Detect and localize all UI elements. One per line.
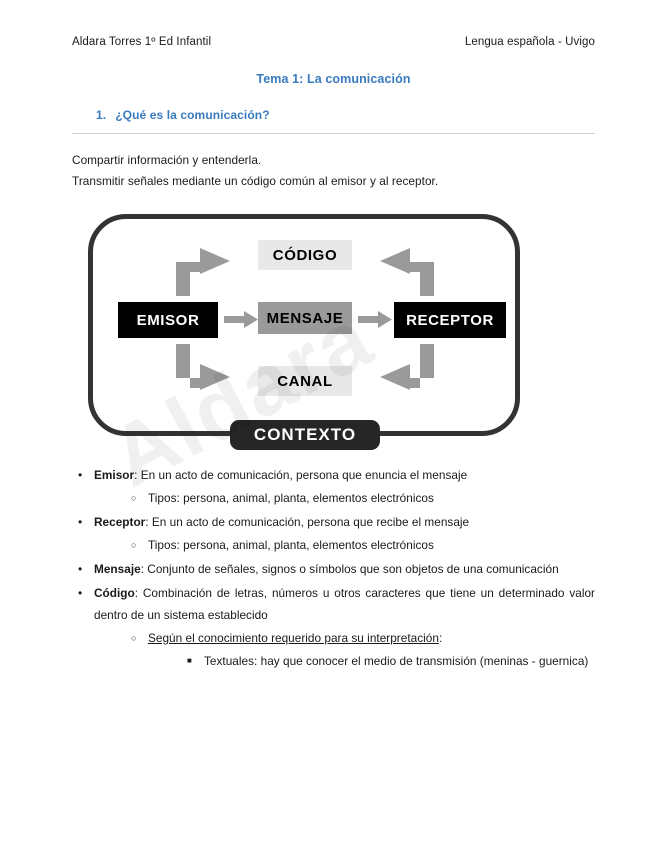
underlined-criterion: Según el conocimiento requerido para su … bbox=[148, 631, 439, 645]
horizontal-rule bbox=[72, 133, 595, 134]
sub-sub-list-item-text: Textuales: hay que conocer el medio de t… bbox=[204, 654, 589, 668]
bullet-disc-icon: • bbox=[78, 562, 83, 576]
sub-list-item-text: Tipos: persona, animal, planta, elemento… bbox=[148, 538, 434, 552]
term-definition: : Combinación de letras, números u otros… bbox=[94, 586, 595, 622]
list-item-text: Código: Combinación de letras, números u… bbox=[94, 582, 595, 626]
bullet-disc-icon: • bbox=[78, 586, 83, 600]
arrow-mensaje-to-receptor bbox=[358, 311, 392, 328]
communication-model-diagram: EMISOR MENSAJE RECEPTOR CÓDIGO CANAL CON… bbox=[72, 210, 595, 458]
arrow-emisor-to-canal bbox=[176, 344, 230, 390]
sub-list-item: ○ Según el conocimiento requerido para s… bbox=[126, 627, 595, 672]
term-definition: : En un acto de comunicación, persona qu… bbox=[145, 515, 470, 529]
arrow-emisor-to-mensaje bbox=[224, 311, 258, 328]
diagram-node-canal: CANAL bbox=[258, 366, 352, 396]
term-label: Emisor bbox=[94, 468, 135, 482]
bullet-disc-icon: • bbox=[78, 515, 83, 529]
list-item: • Receptor: En un acto de comunicación, … bbox=[72, 511, 595, 556]
diagram-node-emisor: EMISOR bbox=[118, 302, 218, 338]
section-heading: 1. ¿Qué es la comunicación? bbox=[96, 108, 595, 122]
header-author: Aldara Torres 1º Ed Infantil bbox=[72, 36, 212, 48]
diagram-node-mensaje: MENSAJE bbox=[258, 302, 352, 334]
running-header: Aldara Torres 1º Ed Infantil Lengua espa… bbox=[72, 36, 595, 48]
list-item: • Emisor: En un acto de comunicación, pe… bbox=[72, 464, 595, 509]
bullet-square-icon: ■ bbox=[187, 656, 192, 665]
header-course: Lengua española - Uvigo bbox=[464, 36, 595, 48]
sub-sub-list-item: ■ Textuales: hay que conocer el medio de… bbox=[182, 650, 595, 672]
bullet-circle-icon: ○ bbox=[131, 633, 137, 643]
diagram-node-contexto: CONTEXTO bbox=[230, 420, 380, 450]
term-definition: : En un acto de comunicación, persona qu… bbox=[134, 468, 468, 482]
diagram-node-codigo: CÓDIGO bbox=[258, 240, 352, 270]
diagram-arrows bbox=[176, 248, 434, 390]
section-number: 1. bbox=[96, 108, 107, 122]
bullet-circle-icon: ○ bbox=[131, 493, 137, 503]
term-label: Mensaje bbox=[94, 562, 141, 576]
sub-list: ○ Según el conocimiento requerido para s… bbox=[126, 627, 595, 672]
sub-list: ○ Tipos: persona, animal, planta, elemen… bbox=[126, 487, 595, 509]
term-label: Receptor bbox=[94, 515, 146, 529]
sub-list-item: ○ Tipos: persona, animal, planta, elemen… bbox=[126, 487, 595, 509]
arrow-emisor-to-codigo bbox=[176, 248, 230, 296]
bullet-circle-icon: ○ bbox=[131, 540, 137, 550]
diagram-node-receptor: RECEPTOR bbox=[394, 302, 506, 338]
sub-list: ○ Tipos: persona, animal, planta, elemen… bbox=[126, 534, 595, 556]
list-item-text: Receptor: En un acto de comunicación, pe… bbox=[94, 515, 469, 529]
document-title: Tema 1: La comunicación bbox=[256, 72, 411, 86]
intro-line-2: Transmitir señales mediante un código co… bbox=[72, 174, 439, 188]
sub-list-item-text: Tipos: persona, animal, planta, elemento… bbox=[148, 491, 434, 505]
list-item-text: Emisor: En un acto de comunicación, pers… bbox=[94, 468, 467, 482]
list-item: • Código: Combinación de letras, números… bbox=[72, 582, 595, 672]
sub-list-item: ○ Tipos: persona, animal, planta, elemen… bbox=[126, 534, 595, 556]
term-definition: : Conjunto de señales, signos o símbolos… bbox=[140, 562, 559, 576]
intro-line-1: Compartir información y entenderla. bbox=[72, 153, 262, 167]
list-item-text: Mensaje: Conjunto de señales, signos o s… bbox=[94, 558, 595, 580]
arrow-receptor-to-codigo bbox=[380, 248, 434, 296]
section-title: ¿Qué es la comunicación? bbox=[115, 108, 270, 122]
definitions-list: • Emisor: En un acto de comunicación, pe… bbox=[72, 464, 595, 672]
sub-list-item-text: Según el conocimiento requerido para su … bbox=[148, 631, 442, 645]
arrow-receptor-to-canal bbox=[380, 344, 434, 390]
sub-sub-list: ■ Textuales: hay que conocer el medio de… bbox=[182, 650, 595, 672]
bullet-disc-icon: • bbox=[78, 468, 83, 482]
term-label: Código bbox=[94, 586, 135, 600]
criterion-colon: : bbox=[438, 631, 443, 645]
list-item: • Mensaje: Conjunto de señales, signos o… bbox=[72, 558, 595, 580]
